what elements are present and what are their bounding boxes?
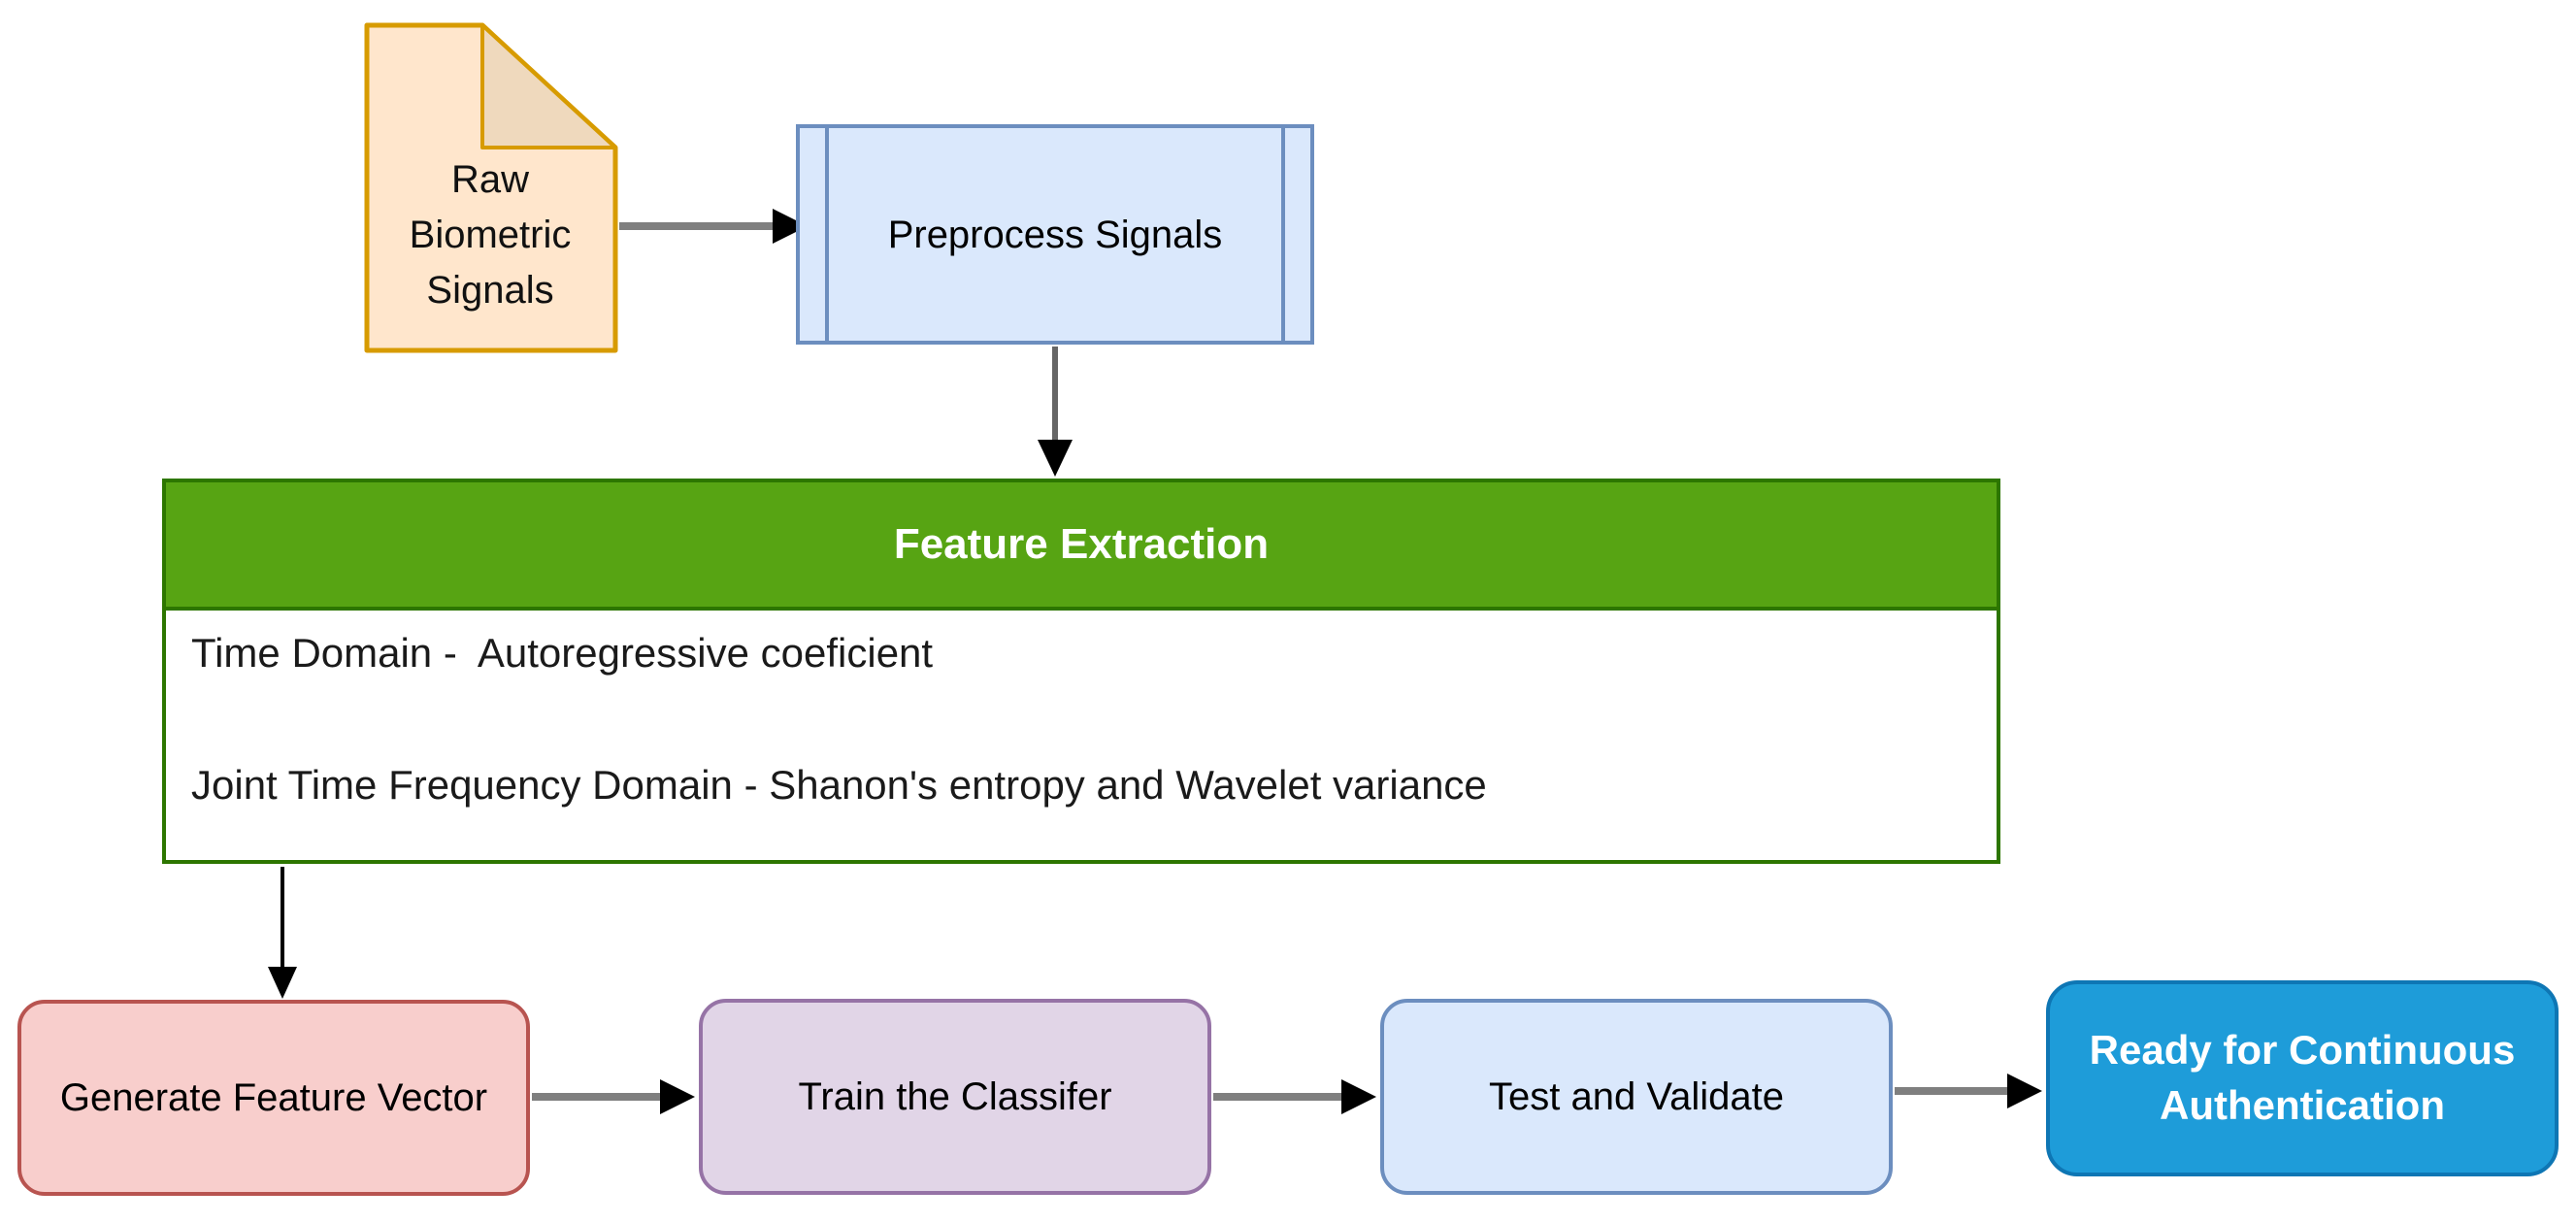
- test-and-validate-box: Test and Validate: [1380, 999, 1893, 1195]
- preprocess-signals-label: Preprocess Signals: [887, 213, 1223, 256]
- ready-continuous-authentication-box: Ready for Continuous Authentication: [2046, 980, 2559, 1176]
- arrow-feature-to-generate: [268, 867, 297, 999]
- feature-item-joint-time-frequency: Joint Time Frequency Domain - Shanon's e…: [191, 762, 1487, 808]
- preprocess-signals-box: Preprocess Signals: [796, 124, 1314, 345]
- feature-item-time-domain: Time Domain - Autoregressive coeficient: [191, 630, 934, 676]
- arrow-generate-to-train: [532, 1079, 695, 1114]
- raw-biometric-signals-label: Raw Biometric Signals: [409, 158, 572, 312]
- predefined-process-right-bar: [1281, 128, 1285, 341]
- arrow-raw-to-preprocess: [619, 209, 808, 244]
- predefined-process-left-bar: [825, 128, 829, 341]
- generate-feature-vector-box: Generate Feature Vector: [17, 1000, 530, 1196]
- arrow-train-to-test: [1213, 1079, 1376, 1114]
- document-fold-corner: [480, 23, 617, 149]
- arrow-test-to-ready: [1895, 1074, 2042, 1108]
- train-classifier-box: Train the Classifer: [699, 999, 1211, 1195]
- feature-extraction-box: Feature Extraction Time Domain - Autoreg…: [162, 479, 2000, 864]
- feature-extraction-title: Feature Extraction: [893, 520, 1270, 568]
- arrow-preprocess-to-feature: [1038, 347, 1073, 477]
- feature-extraction-header: Feature Extraction: [166, 482, 1997, 611]
- raw-biometric-signals-document: [364, 22, 618, 353]
